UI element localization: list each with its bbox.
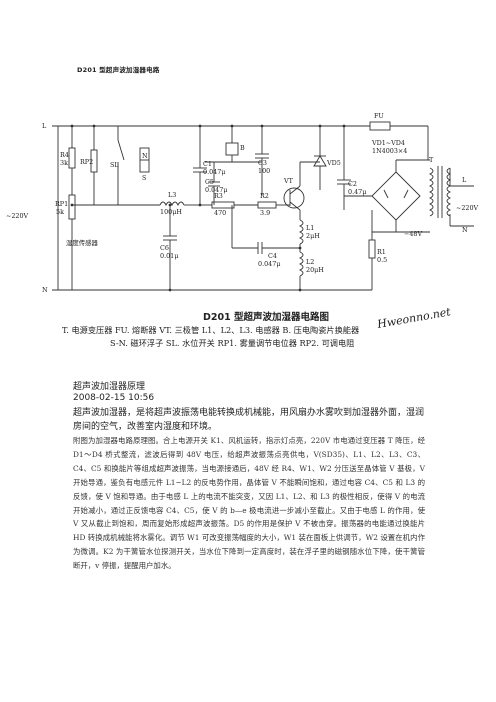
label-RP1-value: 5k	[56, 208, 64, 216]
label-C5: C5	[205, 178, 214, 186]
label-R1-value: 0.5	[377, 256, 387, 264]
label-C1: C1	[203, 160, 212, 168]
label-C3: C3	[258, 159, 267, 167]
label-VT: VT	[283, 177, 294, 185]
label-C6-value: 0.01μ	[160, 252, 178, 260]
diagram-title: D201 型超声波加湿器电路图	[202, 312, 330, 323]
label-C3-value: 100	[258, 167, 270, 175]
label-L-left: L	[42, 122, 47, 130]
label-L-right: L	[462, 176, 467, 184]
label-C5-value: 0.047μ	[205, 186, 227, 194]
label-minus-48V: −48V	[404, 230, 422, 238]
label-L1-value: 2μH	[306, 232, 320, 240]
label-ac-right: ~220V	[456, 204, 479, 212]
label-L3: L3	[168, 191, 176, 199]
diagram-legend-line-1: T. 电源变压器 FU. 熔断器 VT. 三极管 L1、L2、L3. 电感器 B…	[62, 325, 360, 335]
label-FU: FU	[374, 112, 384, 120]
label-ac-left: ~220V	[6, 212, 29, 220]
label-C2: C2	[348, 180, 357, 188]
label-SL: SL	[110, 161, 119, 169]
label-1N4003: 1N4003×4	[372, 147, 407, 155]
label-R2-value: 3.9	[260, 209, 270, 217]
label-N-left: N	[42, 286, 48, 294]
label-L1: L1	[306, 224, 314, 232]
label-B: B	[240, 144, 245, 152]
label-R1: R1	[377, 248, 386, 256]
label-L2-value: 20μH	[306, 266, 324, 274]
article-date: 2008-02-15 10:56	[73, 393, 155, 403]
page-header-title: D201 型超声波加湿器电路	[77, 66, 160, 74]
label-T: T	[429, 156, 434, 164]
label-C4-value: 0.047μ	[258, 260, 280, 268]
circuit-diagram: L N ~220V R4 3k RP2 RP1 5k SL N S 湿度传感器 …	[6, 112, 479, 331]
label-RP1: RP1	[55, 200, 68, 208]
label-L2: L2	[306, 258, 314, 266]
article-body: 附图为加湿器电路原理图。合上电源开关 K1、风机运转，指示灯点亮，220V 市电…	[73, 436, 425, 571]
label-RP2: RP2	[80, 158, 93, 166]
article-summary: 超声波加湿器，是将超声波振荡电能转换成机械能，用风扇办水雾吹到加湿器外面，湿润房…	[73, 408, 425, 432]
article-title: 超声波加湿器原理	[73, 382, 146, 392]
label-R2: R2	[260, 192, 269, 200]
label-L3-value: 100μH	[160, 208, 182, 216]
label-C6: C6	[160, 244, 169, 252]
label-R4: R4	[60, 151, 69, 159]
label-float-S: S	[142, 174, 146, 182]
label-float-N: N	[142, 152, 148, 160]
label-C4: C4	[268, 252, 277, 260]
label-R3-value: 470	[214, 209, 226, 217]
label-R4-value: 3k	[60, 159, 68, 167]
label-VD1-VD4: VD1~VD4	[371, 139, 405, 147]
label-R3: R3	[214, 192, 223, 200]
label-humidity-sensor: 湿度传感器	[66, 238, 99, 247]
label-C2-value: 0.47μ	[348, 188, 366, 196]
label-VD5: VD5	[326, 159, 341, 167]
label-C1-value: 0.047μ	[203, 168, 225, 176]
diagram-legend-line-2: S-N. 磁环浮子 SL. 水位开关 RP1. 雾量调节电位器 RP2. 可调电…	[110, 338, 355, 348]
label-N-right: N	[462, 226, 468, 234]
